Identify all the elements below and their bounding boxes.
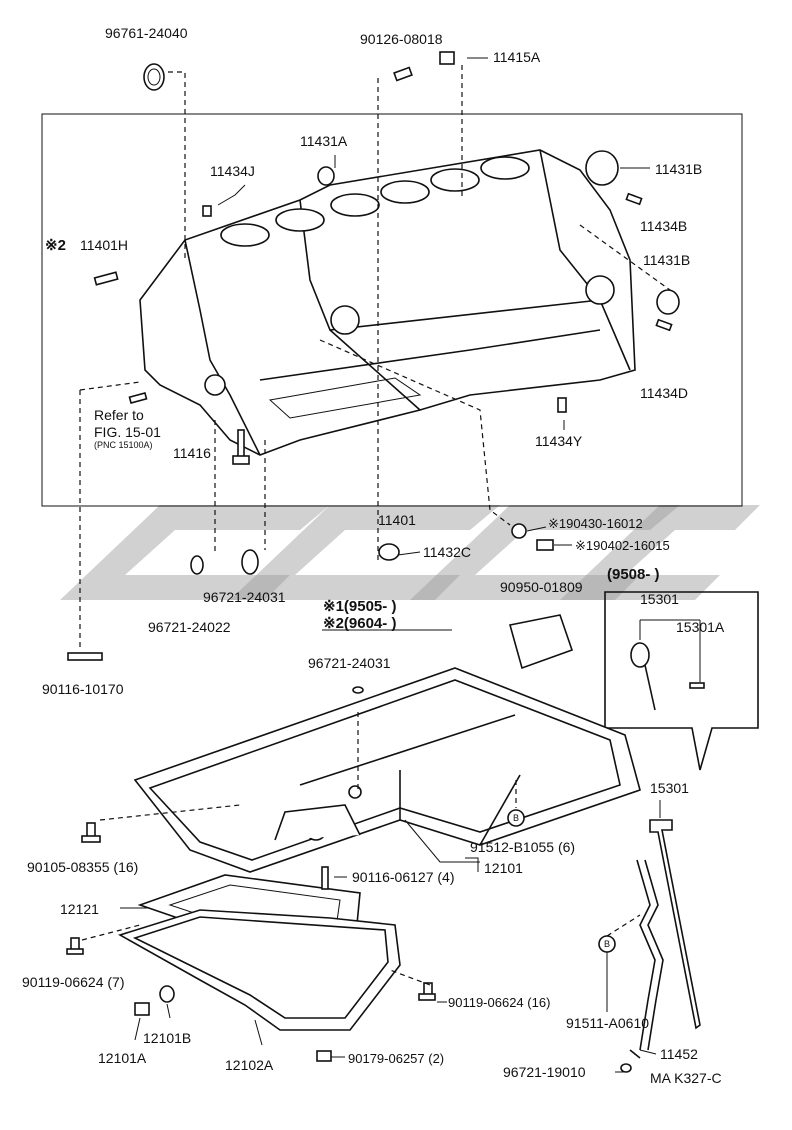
cylinder-block — [139, 149, 636, 456]
label-11434Y: 11434Y — [535, 433, 583, 449]
label-91511-A0610: 91511-A0610 — [566, 1015, 649, 1031]
label-11431A: 11431A — [300, 133, 348, 149]
label-96721-24031b: 96721-24031 — [308, 655, 391, 671]
label-90116-10170: 90116-10170 — [42, 681, 124, 697]
label-96721-19010: 96721-19010 — [503, 1064, 586, 1080]
plug-11431A — [317, 166, 335, 186]
pin-refer — [128, 392, 148, 404]
label-12101A: 12101A — [98, 1050, 147, 1066]
label-refer-1: Refer to — [94, 407, 144, 423]
plug-11432C — [378, 543, 400, 561]
plug-11431B-mid — [656, 289, 680, 315]
label-90126-08018: 90126-08018 — [360, 31, 443, 47]
pin-11434B — [625, 192, 643, 206]
label-11432C: 11432C — [423, 544, 471, 560]
seal-96761 — [143, 63, 165, 91]
plug-11431B-top — [585, 150, 619, 186]
label-11415A: 11415A — [493, 49, 541, 65]
gasket-96721-24022 — [190, 555, 204, 575]
label-11431B-top: 11431B — [655, 161, 702, 177]
pin-11434D — [655, 318, 673, 332]
label-12101B: 12101B — [143, 1030, 191, 1046]
label-11401: 11401 — [378, 512, 416, 528]
label-11434B: 11434B — [640, 218, 687, 234]
label-96721-24031a: 96721-24031 — [203, 589, 286, 605]
label-11416: 11416 — [173, 445, 211, 461]
label-refer-2: FIG. 15-01 — [94, 424, 161, 440]
label-90105-08355: 90105-08355 (16) — [27, 859, 138, 875]
pin-11434Y — [557, 397, 567, 413]
bolt-11416 — [237, 429, 245, 459]
leader-lines — [79, 57, 671, 650]
label-90950-01809: 90950-01809 — [500, 579, 583, 595]
label-11401H-mark: ※2 — [45, 237, 66, 254]
gasket-190430 — [511, 523, 527, 539]
oil-pan-cap-90950 — [508, 614, 574, 670]
small-parts-top — [67, 51, 680, 661]
label-15301: 15301 — [650, 780, 689, 796]
callout-b2-letter: B — [604, 939, 610, 949]
labels: 96761-24040 90126-08018 11415A 11431A 11… — [22, 25, 725, 1086]
dipstick-assembly — [620, 819, 701, 1073]
pin-11401H — [93, 271, 119, 286]
note-2: ※2(9604- ) — [323, 615, 396, 632]
plug-190402 — [536, 539, 554, 551]
label-12121: 12121 — [60, 901, 99, 917]
plug-11415A — [439, 51, 455, 65]
label-190430: ※190430-16012 — [548, 516, 643, 531]
label-90179-06257: 90179-06257 (2) — [348, 1051, 444, 1066]
label-90119-7: 90119-06624 (7) — [22, 974, 124, 990]
label-11431B-mid: 11431B — [643, 252, 690, 268]
inset-box — [604, 591, 759, 771]
callout-b1 — [507, 809, 525, 827]
stud-90116-10170 — [67, 652, 103, 661]
inset-15301A: 15301A — [676, 619, 725, 635]
label-12102A: 12102A — [225, 1057, 274, 1073]
stud-90126 — [393, 66, 413, 82]
pin-11434J — [202, 205, 212, 217]
inset-date: (9508- ) — [607, 566, 660, 583]
label-12101: 12101 — [484, 860, 523, 876]
label-refer-3: (PNC 15100A) — [94, 440, 153, 450]
label-96761-24040: 96761-24040 — [105, 25, 188, 41]
engine-block-frame — [41, 113, 743, 507]
label-190402: ※190402-16015 — [575, 538, 670, 553]
label-96721-24022: 96721-24022 — [148, 619, 231, 635]
label-91512-B1055: 91512-B1055 (6) — [470, 839, 575, 855]
label-11452: 11452 — [660, 1046, 698, 1062]
leader-lines-lower — [81, 712, 661, 1073]
fasteners — [66, 809, 616, 1062]
label-11434D: 11434D — [640, 385, 688, 401]
note-1: ※1(9505- ) — [323, 598, 396, 615]
label-90116-06127: 90116-06127 (4) — [352, 869, 454, 885]
figure-code: MA K327-C — [650, 1070, 722, 1086]
inset-15301: 15301 — [640, 591, 679, 607]
watermark — [60, 505, 760, 600]
label-11401H: 11401H — [80, 237, 128, 253]
label-90119-16: 90119-06624 (16) — [448, 995, 550, 1010]
callout-b1-letter: B — [513, 813, 519, 823]
gasket-96721-24031a — [241, 549, 259, 575]
lower-oil-pan — [117, 866, 401, 1031]
label-11434J: 11434J — [210, 163, 255, 179]
